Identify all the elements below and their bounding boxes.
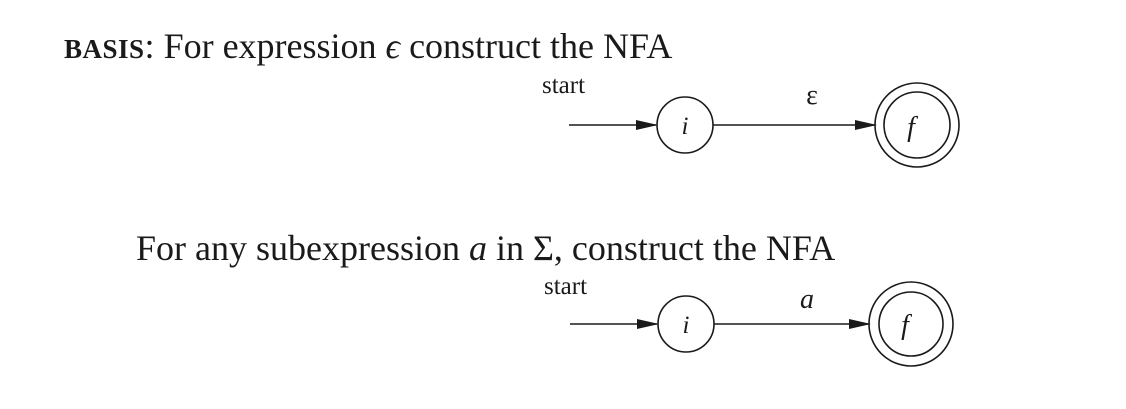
nfa2-transition-label: a bbox=[800, 284, 814, 315]
nfa1-state-f-outer bbox=[874, 82, 960, 168]
sub-text-before: For any subexpression bbox=[136, 228, 469, 268]
basis-keyword: BASIS bbox=[64, 34, 145, 64]
basis-sentence: BASIS: For expression ϵ construct the NF… bbox=[64, 28, 672, 64]
basis-text-before: For expression bbox=[154, 26, 386, 66]
sub-var: a bbox=[468, 228, 487, 268]
sub-text-mid: in Σ, construct the NFA bbox=[486, 228, 836, 268]
basis-colon: : bbox=[144, 26, 155, 66]
nfa1-transition-label: ε bbox=[806, 80, 818, 111]
subexpression-sentence: For any subexpression a in Σ, construct … bbox=[136, 230, 835, 266]
nfa1-state-f-label: f bbox=[907, 112, 918, 143]
nfa1-state-i-label: i bbox=[682, 113, 689, 140]
nfa2-state-f-inner bbox=[878, 291, 944, 357]
nfa1-start-label: start bbox=[542, 72, 585, 99]
nfa-epsilon-diagram: start i ε f bbox=[542, 72, 960, 168]
nfa1-state-f-inner bbox=[883, 91, 951, 159]
epsilon-symbol: ϵ bbox=[385, 26, 401, 66]
nfa2-state-f-label: f bbox=[901, 310, 912, 341]
nfa2-start-label: start bbox=[544, 273, 587, 300]
nfa2-state-i-label: i bbox=[683, 312, 690, 339]
basis-text-after: construct the NFA bbox=[400, 26, 673, 66]
nfa2-state-f-outer bbox=[868, 281, 954, 367]
nfa-symbol-diagram: start i a f bbox=[544, 273, 954, 367]
